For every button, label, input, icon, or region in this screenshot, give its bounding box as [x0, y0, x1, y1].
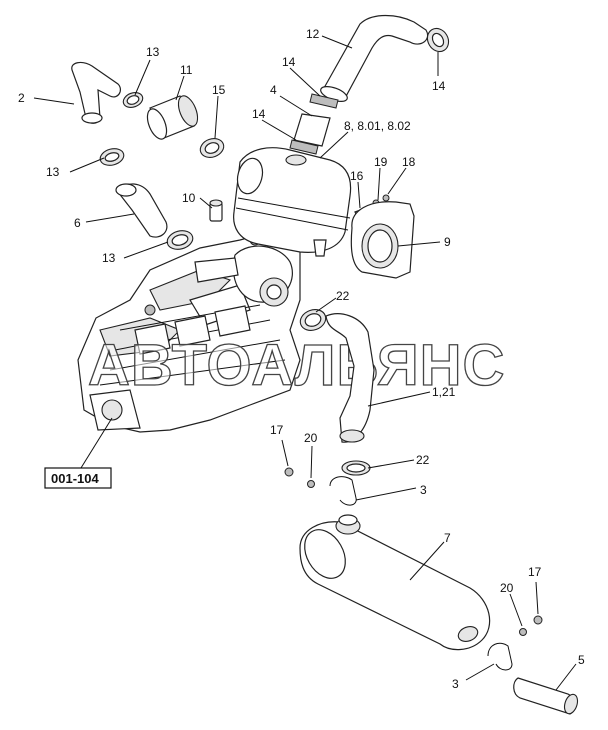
label-part-9: 9: [444, 235, 451, 249]
label-part-1-21: 1,21: [432, 385, 456, 399]
part-17a-nut: [284, 467, 294, 477]
part-3b-u-bolt: [487, 642, 513, 671]
label-part-3b: 3: [452, 677, 459, 691]
label-part-11: 11: [180, 63, 193, 77]
part-6-bent-hose: [115, 183, 168, 238]
label-part-7: 7: [444, 531, 451, 545]
label-part-13b: 13: [46, 165, 60, 179]
part-labels: 2 13 11 12 14 14 4 15 14 8, 8.01, 8.02 1…: [18, 27, 585, 691]
part-12-curved-hose: [320, 14, 429, 102]
label-part-20b: 20: [500, 581, 514, 595]
label-part-18: 18: [402, 155, 416, 169]
part-10-sleeve: [209, 199, 223, 222]
part-13b-clamp: [99, 148, 125, 166]
label-part-14c: 14: [252, 107, 266, 121]
part-5-tailpipe: [513, 677, 579, 715]
part-18-nut: [382, 194, 390, 202]
label-part-19: 19: [374, 155, 388, 169]
label-part-22a: 22: [336, 289, 350, 303]
label-part-8: 8, 8.01, 8.02: [344, 119, 411, 133]
part-22a-clamp: [299, 309, 327, 331]
part-4-sleeve-stack: [289, 93, 339, 155]
label-part-6: 6: [74, 216, 81, 230]
part-20b-washer: [519, 628, 527, 636]
label-part-3a: 3: [420, 483, 427, 497]
label-part-12: 12: [306, 27, 320, 41]
part-17b-nut: [533, 615, 543, 625]
watermark-text: АВТОАЛЬЯНС: [88, 333, 505, 398]
leader-lines: [33, 35, 577, 691]
part-1-21-exhaust-pipe: [325, 313, 375, 443]
engine-block: [77, 231, 301, 433]
label-part-5: 5: [578, 653, 585, 667]
part-15-clamp: [199, 138, 225, 158]
label-part-2: 2: [18, 91, 25, 105]
label-part-22b: 22: [416, 453, 430, 467]
part-14a-clamp: [426, 27, 450, 53]
part-2-elbow-hose: [71, 61, 122, 124]
part-22b-clamp: [341, 460, 371, 476]
part-13a-clamp: [122, 92, 144, 108]
part-8-air-filter: [233, 147, 352, 257]
label-part-17a: 17: [270, 423, 284, 437]
label-part-15: 15: [212, 83, 226, 97]
label-part-16: 16: [350, 169, 364, 183]
label-part-13c: 13: [102, 251, 116, 265]
label-part-20a: 20: [304, 431, 318, 445]
label-part-13a: 13: [146, 45, 160, 59]
label-part-4: 4: [270, 83, 277, 97]
part-20a-washer: [307, 480, 315, 488]
label-part-17b: 17: [528, 565, 542, 579]
part-3a-u-bolt: [329, 476, 357, 506]
reference-box[interactable]: 001-104: [44, 467, 112, 489]
part-11-hose: [146, 95, 199, 140]
part-9-bracket: [350, 201, 415, 279]
label-part-14b: 14: [432, 79, 446, 93]
reference-code: 001-104: [51, 471, 99, 486]
label-part-14a: 14: [282, 55, 296, 69]
label-part-10: 10: [182, 191, 196, 205]
part-13c-clamp: [166, 230, 194, 250]
part-7-muffler: [299, 514, 491, 651]
